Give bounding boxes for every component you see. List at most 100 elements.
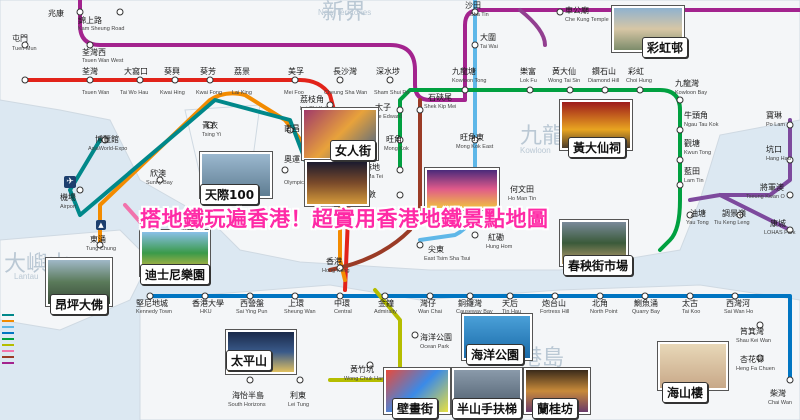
- svg-text:LOHAS Park: LOHAS Park: [764, 230, 796, 236]
- station-north-point: 北角: [592, 298, 608, 308]
- tsuen-wan-line: [23, 78, 352, 292]
- station-mong-kok-east: 旺角東: [460, 132, 484, 142]
- svg-text:South Horizons: South Horizons: [228, 402, 266, 408]
- station-mei-foo: 美孚: [288, 66, 304, 76]
- svg-text:Ocean Park: Ocean Park: [420, 344, 449, 350]
- station-lai-king: 荔景: [234, 66, 250, 76]
- station-kam-sheung-road: 錦上路: [78, 15, 102, 25]
- svg-text:Yau Ma Tei: Yau Ma Tei: [356, 174, 383, 180]
- svg-text:Yau Tong: Yau Tong: [686, 220, 709, 226]
- station-prince-edward: 太子: [375, 102, 391, 112]
- station-sai-ying-pun: 西營盤: [240, 298, 264, 308]
- station-lei-tung: 利東: [290, 390, 306, 400]
- svg-text:Fortress Hill: Fortress Hill: [540, 309, 569, 315]
- svg-text:Sai Wan Ho: Sai Wan Ho: [724, 309, 753, 315]
- station-che-kung-temple: 車公廟: [565, 5, 589, 15]
- airport-icon: ✈: [64, 176, 76, 188]
- svg-text:Sham Shui Po: Sham Shui Po: [374, 90, 409, 96]
- attraction-mural-street[interactable]: 壁畫街: [392, 398, 439, 419]
- station-east-tsim-sha-tsui: 尖東: [428, 244, 444, 254]
- svg-text:Quarry Bay: Quarry Bay: [632, 309, 660, 315]
- station-sham-shui-po: 深水埗: [376, 66, 400, 76]
- station-quarry-bay: 鰂魚涌: [634, 298, 658, 308]
- station-dots: [21, 8, 794, 384]
- station-siu-hong: 兆康: [48, 8, 64, 18]
- attraction-hoi-shan-building[interactable]: 海山樓: [662, 382, 709, 403]
- station-tung-chung: 東涌: [90, 234, 106, 244]
- station-tseung-kwan-o: 將軍澳: [760, 182, 784, 192]
- svg-text:Cheung Sha Wan: Cheung Sha Wan: [324, 90, 367, 96]
- svg-text:Po Lam: Po Lam: [766, 122, 785, 128]
- svg-text:Hong Kong: Hong Kong: [322, 268, 350, 274]
- svg-text:Tung Chung: Tung Chung: [86, 246, 116, 252]
- attraction-ocean-park[interactable]: 海洋公園: [466, 344, 525, 365]
- station-tai-wai: 大圍: [480, 32, 496, 42]
- cable-car-icon: ▲: [96, 220, 106, 230]
- attraction-mid-levels-escalator[interactable]: 半山手扶梯: [452, 398, 523, 419]
- svg-text:Olympic: Olympic: [284, 180, 304, 186]
- station-fortress-hill: 炮台山: [542, 298, 566, 308]
- svg-text:Lam Tin: Lam Tin: [684, 178, 704, 184]
- attraction-wong-tai-sin-temple[interactable]: 黃大仙祠: [568, 137, 627, 158]
- station-tsing-yi: 青衣: [202, 120, 218, 130]
- svg-text:Hung Hom: Hung Hom: [486, 244, 513, 250]
- station-wong-tai-sin: 黃大仙: [552, 66, 576, 76]
- area-new-territories-en: New Territories: [318, 8, 372, 17]
- station-causeway-bay: 銅鑼灣: [458, 298, 482, 308]
- area-lantau-en: Lantau: [14, 272, 39, 281]
- station-kwun-tong: 觀塘: [684, 138, 700, 148]
- svg-text:Wong Chuk Hang: Wong Chuk Hang: [344, 376, 387, 382]
- area-kowloon: 九龍: [520, 124, 565, 149]
- station-chai-wan: 柴灣: [770, 388, 786, 398]
- map-title-banner: 搭地鐵玩遍香港！超實用香港地鐵景點地圖: [140, 207, 549, 231]
- svg-text:AsiaWorld-Expo: AsiaWorld-Expo: [88, 146, 127, 152]
- station-kwai-hing: 葵興: [164, 66, 180, 76]
- svg-text:Prince Edward: Prince Edward: [366, 114, 402, 120]
- station-hong-kong: 香港: [326, 256, 342, 266]
- station-tai-wo-hau: 大窩口: [124, 66, 148, 76]
- station-tiu-keng-leng: 調景嶺: [722, 208, 746, 218]
- station-shek-kip-mei: 石硤尾: [428, 92, 452, 102]
- svg-text:Shau Kei Wan: Shau Kei Wan: [736, 338, 771, 344]
- svg-text:Mei Foo: Mei Foo: [284, 90, 304, 96]
- station-mong-kok: 旺角: [386, 134, 402, 144]
- svg-text:Causeway Bay: Causeway Bay: [456, 309, 493, 315]
- station-nam-cheong: 南昌: [284, 123, 300, 133]
- svg-text:Shek Kip Mei: Shek Kip Mei: [424, 104, 456, 110]
- attraction-disneyland[interactable]: 迪士尼樂園: [140, 264, 211, 285]
- attraction-sky100[interactable]: 天際100: [200, 184, 260, 205]
- svg-text:Tuen Mun: Tuen Mun: [12, 46, 37, 52]
- station-hang-hau: 坑口: [766, 144, 782, 154]
- svg-text:Sheung Wan: Sheung Wan: [284, 309, 316, 315]
- airport-express-line: [68, 98, 332, 227]
- station-lai-chi-kok: 荔枝角: [300, 94, 324, 104]
- station-asiaworld-expo: 博覽館: [95, 134, 119, 144]
- svg-text:Tsuen Wan: Tsuen Wan: [82, 90, 109, 96]
- station-ngau-tau-kok: 牛頭角: [684, 110, 708, 120]
- station-airport: 機場: [60, 192, 76, 202]
- svg-text:Sai Ying Pun: Sai Ying Pun: [236, 309, 268, 315]
- svg-text:Choi Hung: Choi Hung: [626, 78, 652, 84]
- svg-text:Che Kung Temple: Che Kung Temple: [565, 17, 609, 23]
- attraction-lan-kwai-fong[interactable]: 蘭桂坊: [532, 398, 579, 419]
- svg-text:Hang Hau: Hang Hau: [766, 156, 791, 162]
- station-wan-chai: 灣仔: [420, 298, 436, 308]
- attraction-victoria-peak[interactable]: 太平山: [226, 350, 273, 371]
- station-po-lam: 寶琳: [766, 110, 782, 120]
- attraction-choi-hung-estate[interactable]: 彩虹邨: [642, 37, 689, 58]
- attraction-chun-yeung-market[interactable]: 春秧街市場: [563, 255, 634, 276]
- station-sunny-bay: 欣澳: [150, 168, 166, 178]
- station-wong-chuk-hang: 黃竹坑: [350, 364, 374, 374]
- attraction-ladies-market[interactable]: 女人街: [330, 140, 377, 161]
- station-hung-hom: 紅磡: [488, 232, 504, 242]
- station-lam-tin: 藍田: [684, 166, 700, 176]
- area-new-territories: 新界: [322, 0, 367, 25]
- station-tsuen-wan: 荃灣: [82, 66, 98, 76]
- station-ho-man-tin: 何文田: [510, 184, 534, 194]
- svg-text:HKU: HKU: [200, 309, 212, 315]
- station-sai-wan-ho: 西灣河: [726, 298, 750, 308]
- svg-text:East Tsim Sha Tsui: East Tsim Sha Tsui: [424, 256, 470, 262]
- svg-text:Tai Wai: Tai Wai: [480, 44, 498, 50]
- svg-text:Tin Hau: Tin Hau: [502, 309, 521, 315]
- attraction-big-buddha[interactable]: 昂坪大佛: [50, 294, 109, 315]
